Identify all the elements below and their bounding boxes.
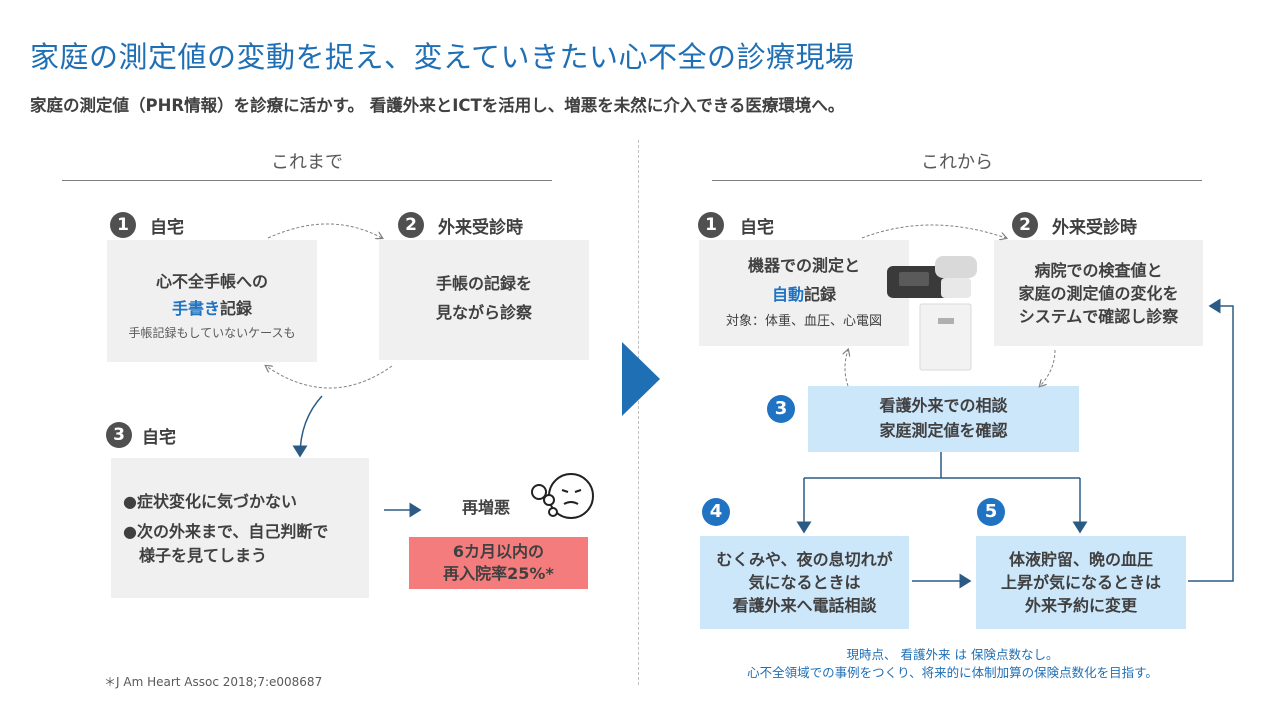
left-step3-bullet1: ●症状変化に気づかない bbox=[123, 492, 297, 511]
right-step2-line1: 病院での検査値と bbox=[1034, 261, 1163, 280]
right-step1-line1: 機器での測定と bbox=[747, 256, 860, 275]
right-heading-rule bbox=[712, 180, 1202, 181]
left-step3-bullet2b: 様子を見てしまう bbox=[139, 546, 268, 565]
right-arrow-3-to-1 bbox=[845, 350, 848, 387]
left-step1-note: 手帳記録もしていないケースも bbox=[128, 325, 296, 340]
left-step1-box: 心不全手帳への 手書き記録 手帳記録もしていないケースも bbox=[107, 240, 317, 362]
right-step1-box: 機器での測定と 自動記録 対象：体重、血圧、心電図 bbox=[699, 240, 909, 346]
right-step1-number: 1 bbox=[698, 212, 724, 238]
right-step2-line2: 家庭の測定値の変化を bbox=[1018, 284, 1179, 304]
right-step5-line2: 上昇が気になるときは bbox=[1000, 573, 1161, 593]
right-step3-number: 3 bbox=[767, 395, 795, 423]
sick-face-icon bbox=[531, 473, 594, 519]
transition-arrow bbox=[622, 342, 660, 416]
left-step2-line2: 見ながら診察 bbox=[435, 302, 532, 322]
footnote: ＊J Am Heart Assoc 2018;7:e008687 bbox=[104, 675, 323, 689]
right-step4-line3: 看護外来へ電話相談 bbox=[732, 596, 877, 616]
right-step1-note: 対象：体重、血圧、心電図 bbox=[725, 313, 882, 329]
left-step1-rest: 記録 bbox=[220, 298, 253, 318]
left-step2-number: 2 bbox=[398, 212, 424, 238]
right-step4-line1: むくみや、夜の息切れが bbox=[716, 550, 893, 569]
scale-icon bbox=[919, 303, 972, 371]
right-step5-box: 体液貯留、晩の血圧 上昇が気になるときは 外来予約に変更 bbox=[976, 536, 1186, 629]
worsening-label: 再増悪 bbox=[462, 498, 511, 517]
left-heading-rule bbox=[62, 180, 552, 181]
left-arrow-1-to-2 bbox=[267, 223, 382, 238]
right-step4-box: むくみや、夜の息切れが 気になるときは 看護外来へ電話相談 bbox=[700, 536, 909, 629]
right-step5-line3: 外来予約に変更 bbox=[1024, 596, 1137, 616]
right-step1-label: 自宅 bbox=[740, 218, 774, 238]
readmission-line2: 再入院率25%* bbox=[443, 564, 554, 584]
readmission-rate-box: 6カ月以内の 再入院率25%* bbox=[409, 537, 588, 589]
right-step2-box: 病院での検査値と 家庭の測定値の変化を システムで確認し診察 bbox=[994, 240, 1203, 346]
readmission-line1: 6カ月以内の bbox=[452, 542, 545, 561]
right-step5-number: 5 bbox=[977, 498, 1005, 526]
left-step2-label: 外来受診時 bbox=[438, 218, 523, 238]
left-step3-number: 3 bbox=[106, 422, 132, 448]
insurance-note-line2: 心不全領域での事例をつくり、将来的に体制加算の保険点数化を目指す。 bbox=[747, 665, 1158, 680]
right-step3-line1: 看護外来での相談 bbox=[879, 396, 1008, 415]
left-step1-label: 自宅 bbox=[150, 218, 184, 238]
left-step1-line1: 心不全手帳への bbox=[155, 272, 268, 291]
right-step1-rest: 記録 bbox=[804, 284, 837, 304]
page-subtitle: 家庭の測定値（PHR情報）を診療に活かす。 看護外来とICTを活用し、増悪を未然… bbox=[30, 96, 845, 115]
left-arrow-to-step3 bbox=[292, 395, 323, 458]
blood-pressure-monitor-icon bbox=[887, 256, 977, 298]
left-step3-bullet2a: ●次の外来まで、自己判断で bbox=[123, 522, 329, 541]
right-step1-line2: 自動記録 bbox=[699, 283, 909, 308]
right-arrow-5-to-2 bbox=[1188, 298, 1234, 582]
right-step4-line2: 気になるときは bbox=[748, 573, 861, 593]
right-step4-number: 4 bbox=[702, 498, 730, 526]
left-step2-line1: 手帳の記録を bbox=[435, 274, 532, 293]
left-step1-emph: 手書き bbox=[171, 298, 220, 318]
right-arrow-2-to-3 bbox=[1040, 349, 1056, 386]
right-step5-line1: 体液貯留、晩の血圧 bbox=[1008, 550, 1153, 569]
left-arrow-2-to-1 bbox=[266, 366, 393, 389]
right-step3-box: 看護外来での相談 家庭測定値を確認 bbox=[808, 386, 1079, 452]
right-heading: これから bbox=[921, 152, 993, 173]
page-title: 家庭の測定値の変動を捉え、変えていきたい心不全の診療現場 bbox=[30, 40, 855, 74]
right-step3-line2: 家庭測定値を確認 bbox=[879, 420, 1008, 440]
right-step2-label: 外来受診時 bbox=[1052, 218, 1137, 238]
left-heading: これまで bbox=[271, 152, 343, 173]
left-step3-box: ●症状変化に気づかない ●次の外来まで、自己判断で 様子を見てしまう bbox=[111, 458, 369, 598]
right-step2-line3: システムで確認し診察 bbox=[1018, 307, 1179, 327]
right-arrow-1-to-2 bbox=[861, 224, 1006, 238]
right-step1-emph: 自動 bbox=[771, 284, 804, 304]
left-step2-box: 手帳の記録を 見ながら診察 bbox=[379, 240, 589, 360]
right-step2-number: 2 bbox=[1012, 212, 1038, 238]
left-step3-label: 自宅 bbox=[142, 428, 176, 448]
left-step1-number: 1 bbox=[110, 212, 136, 238]
insurance-note-line1: 現時点、 看護外来 は 保険点数なし。 bbox=[846, 647, 1059, 662]
left-step1-line2: 手書き記録 bbox=[107, 297, 317, 322]
